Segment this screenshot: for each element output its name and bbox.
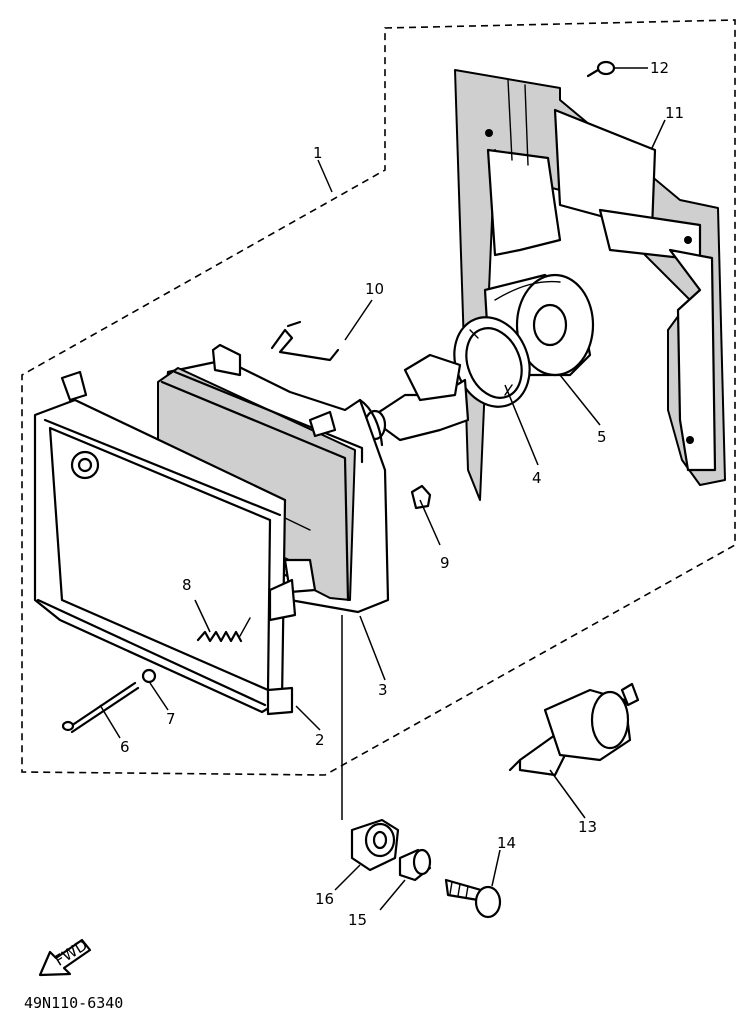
label-part-2: 2 [315,731,325,749]
nut-part-7 [141,668,157,684]
label-part-7: 7 [166,710,176,728]
label-part-12: 12 [650,59,669,77]
headlight-rim [33,370,317,716]
label-part-9: 9 [440,554,450,572]
fwd-label: FWD [51,936,90,970]
label-part-14: 14 [497,834,516,852]
label-part-13: 13 [578,818,597,836]
bulb-part-13 [508,682,640,777]
label-part-5: 5 [597,428,607,446]
spring-clip [270,320,340,362]
spring-part-8 [196,617,251,643]
mounting-bracket [454,69,726,501]
retaining-ring [453,316,531,408]
label-part-1: 1 [313,144,323,162]
label-part-15: 15 [348,911,367,929]
diagram-code: 49N110-6340 [24,994,123,1012]
screw-part-6 [61,681,140,734]
label-part-11: 11 [665,104,684,122]
label-part-4: 4 [532,469,542,487]
label-part-16: 16 [315,890,334,908]
headlight-unit [157,343,390,614]
fwd-arrow-icon: FWD [38,936,92,977]
screw-part-12 [586,60,616,78]
collar-part-15 [398,848,432,882]
bulb-inner [363,353,470,442]
label-part-8: 8 [182,576,192,594]
leader-lines [99,67,666,911]
assembly-boundary [21,19,736,776]
grommet-part-16 [350,818,400,872]
nut-part-9 [410,484,432,510]
label-part-3: 3 [378,681,388,699]
label-part-6: 6 [120,738,130,756]
label-part-10: 10 [365,280,384,298]
bolt-part-14 [444,878,502,919]
